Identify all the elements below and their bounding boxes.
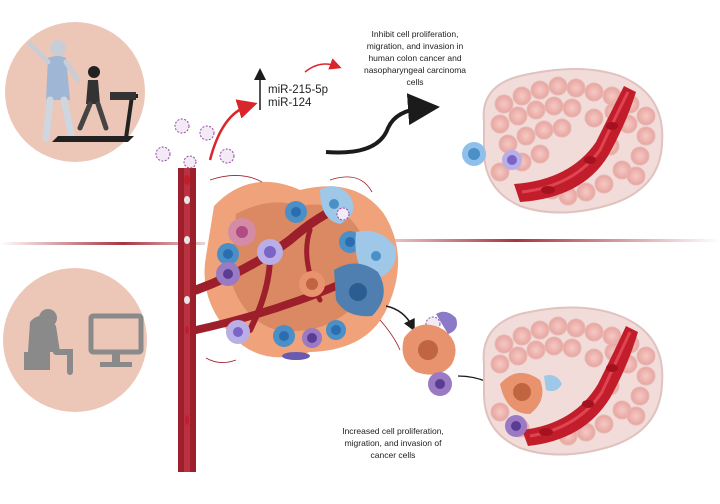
tissue-icon — [462, 68, 664, 214]
top-effect-line: cells — [406, 77, 424, 87]
sedentary-icon — [3, 268, 147, 412]
mirna-label: miR-215-5p miR-124 — [268, 84, 338, 110]
bottom-effect-line: cancer cells — [370, 450, 416, 460]
up-arrow — [304, 58, 342, 73]
migrating-cells — [385, 305, 497, 396]
mirna-label-line: miR-215-5p — [268, 84, 329, 96]
divider-right — [380, 239, 720, 242]
bottom-effect-text: Increased cell proliferation, migration,… — [318, 425, 468, 461]
top-effect-line: Inhibit cell proliferation, — [371, 29, 459, 39]
exosome-icon — [155, 118, 235, 169]
top-effect-line: nasopharyngeal carcinoma — [363, 65, 467, 75]
bottom-effect-line: Increased cell proliferation, — [342, 426, 444, 436]
blood-vessel — [178, 168, 196, 472]
tumor-microenvironment-icon — [191, 175, 401, 363]
up-arrow — [208, 99, 258, 161]
divider-left — [0, 242, 205, 245]
top-effect-line: human colon cancer and — [368, 53, 462, 63]
top-effect-line: migration, and invasion in — [366, 41, 464, 51]
down-arrow — [325, 93, 440, 155]
bottom-effect-line: migration, and invasion of — [344, 438, 442, 448]
mirna-label-line: miR-124 — [268, 97, 312, 109]
exercise-icon — [5, 22, 145, 162]
top-effect-text: Inhibit cell proliferation, migration, a… — [340, 28, 490, 88]
tissue-icon — [482, 306, 664, 456]
